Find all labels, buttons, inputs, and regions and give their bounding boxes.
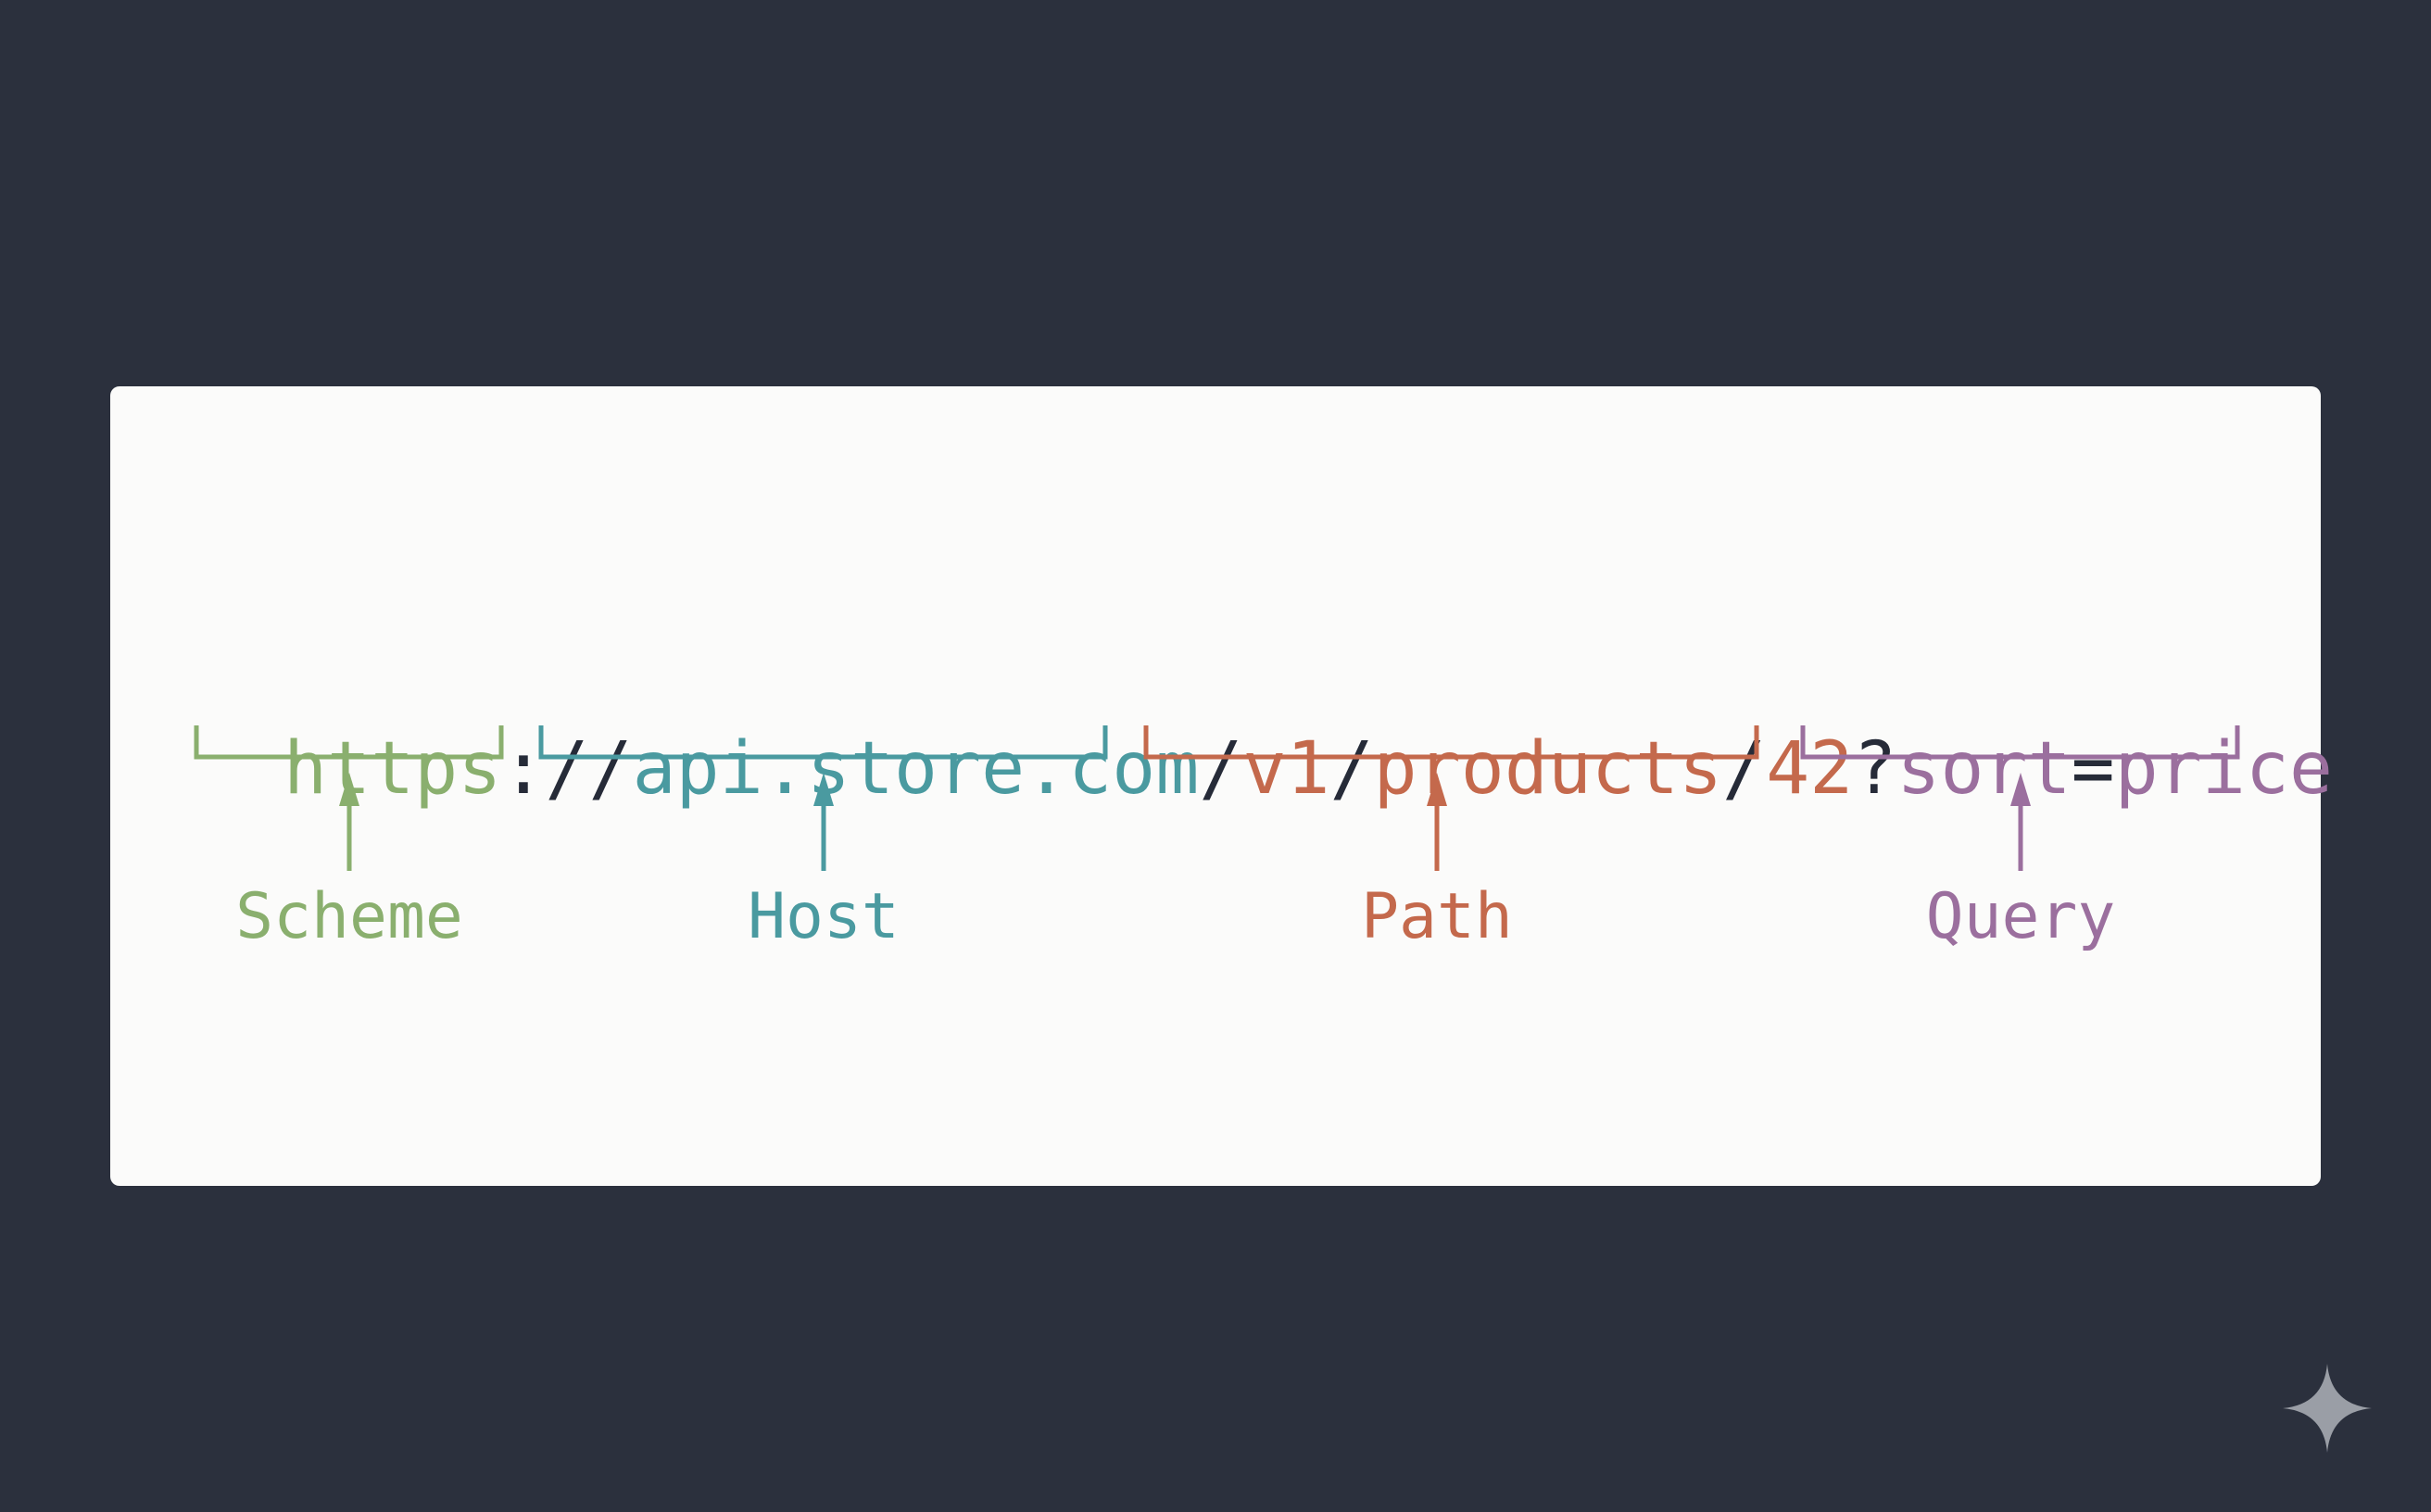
url-query-key: sort (1896, 727, 2072, 811)
host-label: Host (748, 880, 900, 953)
url-slash: / (1329, 727, 1374, 811)
scheme-bracket (194, 725, 504, 760)
url-scheme: https (283, 727, 502, 811)
url-query-value: price (2114, 727, 2334, 811)
query-bracket (1800, 725, 2240, 760)
url-query-mark: ? (1853, 727, 1897, 811)
query-label: Query (1925, 880, 2116, 953)
url-path-version: v1 (1242, 727, 1330, 811)
sparkle-icon (2283, 1364, 2372, 1453)
url-diagram-card (110, 386, 2321, 1186)
host-bracket (538, 725, 1108, 760)
scheme-label: Scheme (235, 880, 463, 953)
path-bracket (1143, 725, 1759, 760)
url-equals: = (2071, 727, 2115, 811)
path-label: Path (1361, 880, 1513, 953)
path-arrow (1427, 773, 1447, 871)
query-arrow (2010, 773, 2031, 871)
host-arrow (813, 773, 834, 871)
url-separator: :// (501, 727, 633, 811)
url-path-id: 42 (1766, 727, 1854, 811)
url-slash: / (1199, 727, 1243, 811)
scheme-arrow (339, 773, 359, 871)
